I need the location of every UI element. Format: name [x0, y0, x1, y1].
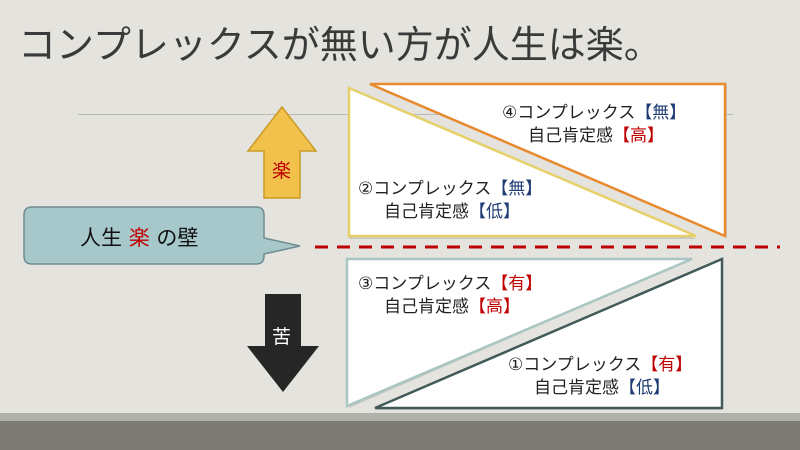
- box-3-esteem: 自己肯定感: [384, 297, 469, 317]
- box-3-line1: ③コンプレックス【有】: [358, 273, 542, 295]
- box-2-line1: ②コンプレックス【無】: [358, 178, 542, 200]
- box-3-line2: 自己肯定感【高】: [384, 296, 520, 318]
- footer-band-dark: [0, 421, 800, 450]
- callout-post: の壁: [156, 226, 199, 250]
- box-2-esteem-tag: 【低】: [469, 202, 520, 222]
- box-1-triangle: [374, 257, 724, 410]
- callout-pre: 人生: [80, 226, 122, 250]
- box-4-complex: ④コンプレックス: [502, 103, 636, 123]
- box-4-esteem-tag: 【高】: [613, 126, 664, 146]
- down-arrow-label: 苦: [272, 326, 292, 348]
- up-arrow-shape: [246, 105, 318, 199]
- box-1-esteem-tag: 【低】: [619, 378, 670, 398]
- box-2-complex: ②コンプレックス: [358, 179, 492, 199]
- callout-bubble: [23, 206, 301, 265]
- box-1-esteem: 自己肯定感: [534, 378, 619, 398]
- box-4-esteem: 自己肯定感: [528, 126, 613, 146]
- box-4-triangle: [369, 82, 727, 238]
- box-1-complex: ①コンプレックス: [508, 355, 642, 375]
- box-4-complex-tag: 【無】: [635, 103, 687, 123]
- callout-highlight: 楽: [128, 226, 150, 250]
- page-title: コンプレックスが無い方が人生は楽。: [18, 23, 662, 67]
- box-2-triangle: [347, 86, 697, 238]
- box-2-line2: 自己肯定感【低】: [384, 201, 520, 223]
- box-3-triangle: [345, 257, 693, 408]
- box-2-esteem: 自己肯定感: [384, 202, 469, 222]
- box-2-complex-tag: 【無】: [491, 179, 543, 199]
- box-3-esteem-tag: 【高】: [469, 297, 520, 317]
- box-3-complex-tag: 【有】: [491, 274, 543, 294]
- box-1-line2: 自己肯定感【低】: [534, 377, 670, 399]
- footer-band-light: [0, 413, 800, 421]
- box-1-line1: ①コンプレックス【有】: [508, 354, 692, 376]
- box-1-complex-tag: 【有】: [641, 355, 693, 375]
- callout-label: 人生 楽 の壁: [80, 222, 198, 252]
- box-4-line2: 自己肯定感【高】: [528, 125, 664, 147]
- box-3-complex: ③コンプレックス: [358, 274, 492, 294]
- box-4-line1: ④コンプレックス【無】: [502, 102, 686, 124]
- down-arrow-shape: [247, 294, 319, 392]
- up-arrow-label: 楽: [272, 160, 292, 182]
